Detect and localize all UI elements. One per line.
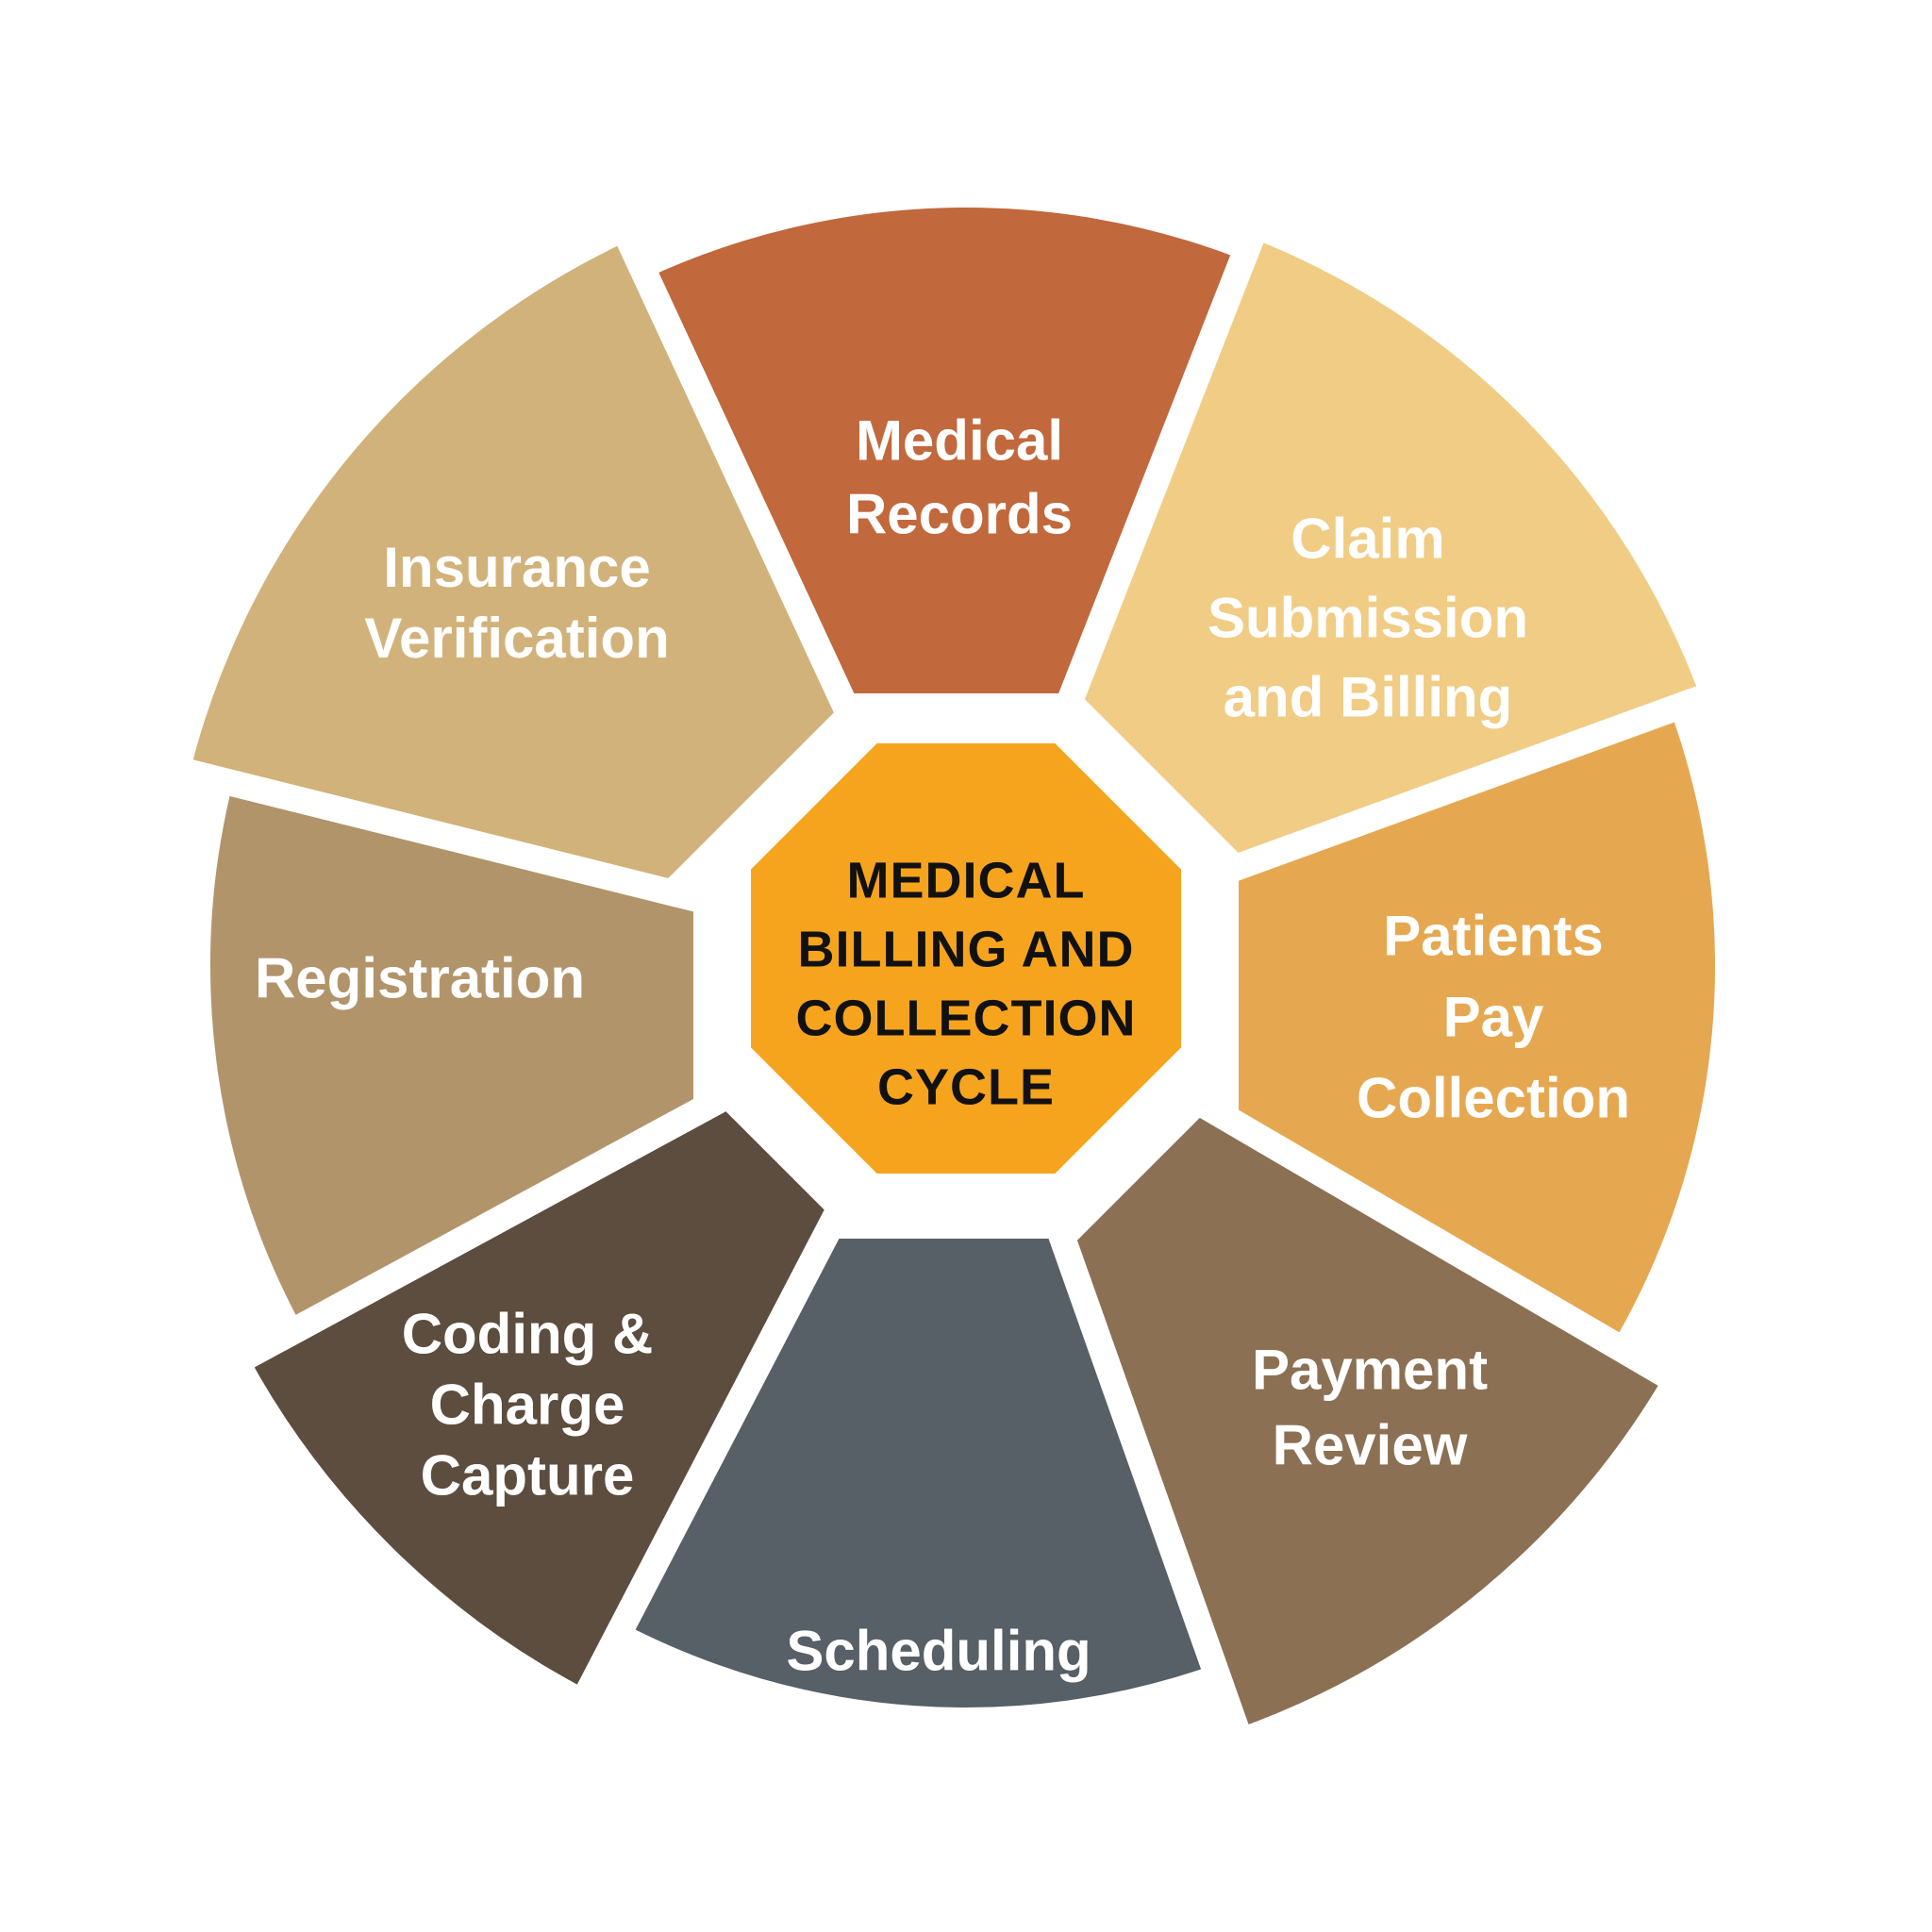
segment-payment-review xyxy=(1046,1084,1695,1758)
segment-insurance-verification xyxy=(160,210,866,908)
segment-label-registration: Registration xyxy=(255,947,585,1010)
wheel-segments xyxy=(160,180,1742,1758)
center-octagon xyxy=(751,743,1181,1174)
segment-registration xyxy=(184,763,720,1351)
segment-claim-submission-and-billing xyxy=(1054,208,1731,884)
segment-label-scheduling: Scheduling xyxy=(786,1620,1091,1683)
segment-coding-charge-capture xyxy=(218,1078,858,1721)
